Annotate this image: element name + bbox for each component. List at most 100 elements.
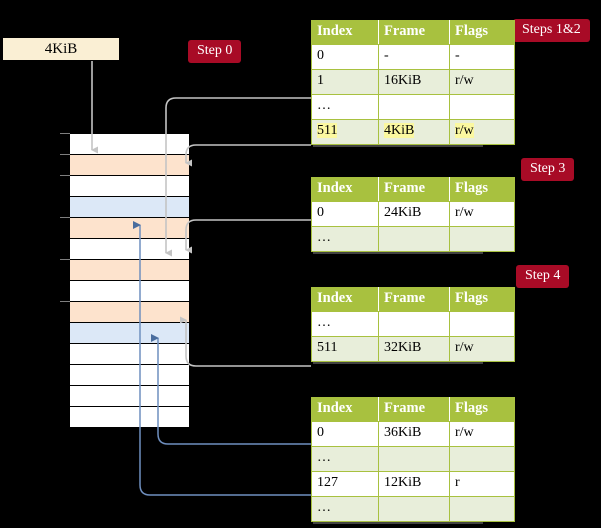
badge-step-3: Step 3 <box>521 158 575 181</box>
table-header-row: Index Frame Flags <box>311 397 515 422</box>
cell-index: 1 <box>311 68 379 95</box>
column-header-flags: Flags <box>449 397 515 422</box>
memory-row <box>70 322 189 343</box>
memory-row <box>70 406 189 427</box>
row-tick <box>60 259 70 260</box>
cell-index: … <box>311 495 379 522</box>
table-row: … <box>311 495 515 522</box>
column-header-frame: Frame <box>378 397 450 422</box>
cell-frame <box>378 225 450 252</box>
table-row: … <box>311 225 515 252</box>
cell-frame <box>378 93 450 120</box>
memory-row <box>70 385 189 406</box>
cell-frame <box>378 495 450 522</box>
table-row: 511 32KiB r/w <box>311 335 515 362</box>
page-table-level-2: Index Frame Flags 0 24KiB r/w … <box>311 177 515 252</box>
row-tick <box>60 217 70 218</box>
table-row: 0 - - <box>311 43 515 70</box>
cell-index: 511 <box>311 118 379 145</box>
badge-steps-1-2: Steps 1&2 <box>513 19 590 42</box>
cell-flags <box>449 495 515 522</box>
column-header-flags: Flags <box>449 177 515 202</box>
column-header-frame: Frame <box>378 20 450 45</box>
cell-flags: - <box>449 43 515 70</box>
table-row: … <box>311 445 515 472</box>
memory-row <box>60 301 189 322</box>
column-header-index: Index <box>311 20 379 45</box>
cell-frame: 16KiB <box>378 68 450 95</box>
memory-row <box>60 259 189 280</box>
table-header-row: Index Frame Flags <box>311 287 515 312</box>
page-table-level-3: Index Frame Flags … 511 32KiB r/w <box>311 287 515 362</box>
cell-flags: r/w <box>449 118 515 145</box>
cell-frame: 36KiB <box>378 420 450 447</box>
page-frame-box: 4KiB <box>2 37 120 61</box>
memory-row <box>60 217 189 238</box>
cell-index-text: 511 <box>317 123 338 139</box>
page-table-level-1: Index Frame Flags 0 - - 1 16KiB r/w … <box>311 20 515 145</box>
physical-memory-column <box>60 133 190 428</box>
memory-row <box>60 133 189 154</box>
memory-row <box>60 175 189 196</box>
cell-flags <box>449 225 515 252</box>
page-table-level-4: Index Frame Flags 0 36KiB r/w … 127 <box>311 397 515 522</box>
cell-flags: r/w <box>449 68 515 95</box>
row-tick <box>60 133 70 134</box>
wire-step-4 <box>180 316 311 367</box>
cell-frame: 4KiB <box>378 118 450 145</box>
cell-flags <box>449 445 515 472</box>
row-tick <box>60 175 70 176</box>
cell-index: … <box>311 93 379 120</box>
table-row: … <box>311 93 515 120</box>
cell-frame-text: 4KiB <box>384 123 415 139</box>
cell-index: 0 <box>311 43 379 70</box>
cell-index: 511 <box>311 335 379 362</box>
cell-index: … <box>311 310 379 337</box>
cell-flags <box>449 310 515 337</box>
memory-row <box>70 238 189 259</box>
row-tick <box>60 301 70 302</box>
cell-flags: r <box>449 470 515 497</box>
cell-frame <box>378 310 450 337</box>
column-header-index: Index <box>311 177 379 202</box>
badge-step-0: Step 0 <box>188 40 242 63</box>
cell-frame: 24KiB <box>378 200 450 227</box>
cell-flags <box>449 93 515 120</box>
column-header-index: Index <box>311 397 379 422</box>
wire-step-3 <box>185 219 311 254</box>
table-row-highlighted: 511 4KiB r/w <box>311 118 515 145</box>
cell-flags: r/w <box>449 420 515 447</box>
cell-flags: r/w <box>449 200 515 227</box>
memory-row <box>70 196 189 217</box>
cell-index: 0 <box>311 200 379 227</box>
table-row: … <box>311 310 515 337</box>
cell-index: … <box>311 445 379 472</box>
page-frame-label: 4KiB <box>44 40 78 57</box>
cell-index: 0 <box>311 420 379 447</box>
memory-row <box>70 343 189 364</box>
memory-row <box>70 280 189 301</box>
cell-frame: 32KiB <box>378 335 450 362</box>
cell-index: … <box>311 225 379 252</box>
memory-row <box>70 364 189 385</box>
column-header-index: Index <box>311 287 379 312</box>
cell-flags: r/w <box>449 335 515 362</box>
table-row: 0 36KiB r/w <box>311 420 515 447</box>
table-row: 0 24KiB r/w <box>311 200 515 227</box>
badge-step-4: Step 4 <box>516 265 570 288</box>
table-header-row: Index Frame Flags <box>311 20 515 45</box>
column-header-flags: Flags <box>449 20 515 45</box>
cell-flags-text: r/w <box>455 123 474 139</box>
table-row: 1 16KiB r/w <box>311 68 515 95</box>
column-header-frame: Frame <box>378 177 450 202</box>
table-row: 127 12KiB r <box>311 470 515 497</box>
column-header-flags: Flags <box>449 287 515 312</box>
cell-frame: 12KiB <box>378 470 450 497</box>
memory-row <box>60 154 189 175</box>
table-header-row: Index Frame Flags <box>311 177 515 202</box>
column-header-frame: Frame <box>378 287 450 312</box>
cell-frame <box>378 445 450 472</box>
cell-frame: - <box>378 43 450 70</box>
row-tick <box>60 154 70 155</box>
